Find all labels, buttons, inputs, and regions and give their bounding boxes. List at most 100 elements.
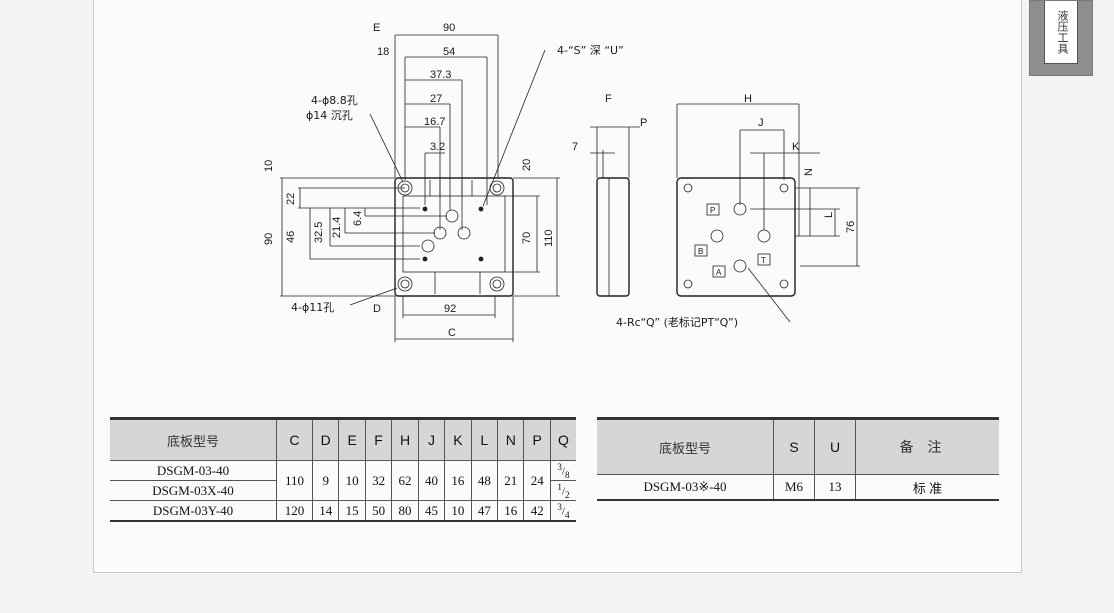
dim-label: 37.3: [430, 69, 451, 81]
col-header: D: [311, 418, 339, 461]
dim-label: 90: [263, 233, 275, 245]
dim-label-F: F: [605, 93, 612, 105]
port-view-outline: [676, 177, 796, 297]
col-header: 备注: [855, 418, 999, 475]
cell: 16: [497, 500, 524, 521]
model-cell: DSGM-03X-40: [110, 480, 277, 501]
dim-label: 76: [845, 221, 857, 233]
table-row: DSGM-03-40 110 9 10 32 62 40 16 48 21 24…: [110, 460, 576, 501]
col-header: L: [470, 418, 498, 461]
dim-label-L: L: [823, 212, 835, 218]
port-label-A: A: [716, 268, 722, 277]
cell: 21: [497, 460, 524, 501]
cell: 50: [364, 500, 392, 521]
cell: 48: [470, 460, 498, 501]
dim-label-J: J: [758, 117, 764, 129]
technical-drawing: E 90 18 54 37.3 27 16.7 3.2 4-ϕ8.8孔 ϕ14 …: [263, 22, 860, 342]
dim-label-P: P: [640, 117, 647, 129]
cell: 9: [311, 460, 339, 501]
model-cell: DSGM-03※-40: [597, 474, 774, 500]
col-header: Q: [549, 418, 576, 461]
cell: 16: [444, 460, 472, 501]
port-note: 4-Rc“Q” (老标记PT“Q”): [616, 315, 738, 329]
table-header-row: 底板型号 C D E F H J K L N P Q: [110, 418, 576, 461]
dim-label: 46: [285, 231, 297, 243]
dim-label-N: N: [803, 168, 815, 176]
cell: 10: [338, 460, 366, 501]
cell: 45: [417, 500, 445, 521]
dim-label: 110: [543, 229, 555, 247]
dim-label: 3.2: [430, 141, 445, 153]
spec-table-thread: 底板型号 S U 备注 DSGM-03※-40 M6 13 标 准: [597, 417, 999, 501]
dim-label: 18: [377, 46, 389, 58]
cell: 标 准: [855, 474, 999, 500]
col-header: C: [276, 418, 313, 461]
dim-label: 6.4: [352, 211, 364, 226]
cell: 10: [444, 500, 472, 521]
port-label-P: P: [710, 206, 715, 215]
col-header: U: [814, 418, 856, 475]
hole-note-1: 4-ϕ8.8孔: [311, 94, 358, 107]
dim-label: 10: [263, 160, 275, 172]
dim-label: 22: [285, 193, 297, 205]
dim-label-K: K: [792, 141, 800, 153]
front-plate-inner: [402, 195, 506, 273]
cell: 40: [417, 460, 445, 501]
col-header: N: [497, 418, 524, 461]
dim-label-H: H: [744, 93, 752, 105]
side-index-tab[interactable]: 液压工具: [1029, 0, 1093, 76]
col-header: S: [773, 418, 815, 475]
dim-label: 27: [430, 93, 442, 105]
table-row: DSGM-03※-40 M6 13 标 准: [597, 474, 999, 500]
hole-note-2: ϕ14 沉孔: [306, 109, 353, 122]
col-header: E: [338, 418, 366, 461]
table-header-row: 底板型号 S U 备注: [597, 418, 999, 475]
dim-label: 54: [443, 46, 455, 58]
cell: 62: [391, 460, 419, 501]
front-plate-outline: [394, 177, 514, 297]
spec-table-dimensions: 底板型号 C D E F H J K L N P Q DSGM-03-40 11…: [110, 417, 576, 522]
dim-label: 70: [521, 232, 533, 244]
dim-label: 21.4: [331, 217, 343, 238]
col-header: H: [391, 418, 419, 461]
model-cell: DSGM-03Y-40: [110, 500, 277, 521]
cell: 13: [814, 474, 856, 500]
cell: M6: [773, 474, 815, 500]
port-label-B: B: [698, 247, 703, 256]
col-header: P: [523, 418, 551, 461]
dim-label-D: D: [373, 303, 381, 315]
cell: 120: [276, 500, 313, 521]
col-header: 底板型号: [597, 418, 774, 475]
col-header: K: [444, 418, 472, 461]
cell: 32: [364, 460, 392, 501]
cell: 15: [338, 500, 366, 521]
dim-label: 16.7: [424, 116, 445, 128]
q-cell: 3/4: [549, 500, 576, 521]
model-cell: DSGM-03-40: [110, 460, 277, 481]
dim-label: 32.5: [313, 222, 325, 243]
dim-label: 20: [521, 159, 533, 171]
cell: 14: [311, 500, 339, 521]
q-cell: 1/2: [549, 480, 576, 501]
q-cell: 3/8: [549, 460, 576, 481]
dim-label: 92: [444, 303, 456, 315]
side-tab-label: 液压工具: [1044, 1, 1078, 64]
dim-label-E: E: [373, 22, 380, 34]
dim-label-C: C: [448, 327, 456, 339]
col-header: 底板型号: [110, 418, 277, 461]
cell: 47: [470, 500, 498, 521]
col-header: J: [417, 418, 445, 461]
dim-label: 90: [443, 22, 455, 34]
col-header: F: [364, 418, 392, 461]
cell: 80: [391, 500, 419, 521]
port-label-T: T: [761, 256, 766, 265]
dim-label: 7: [572, 141, 578, 153]
cell: 24: [523, 460, 551, 501]
hole-note-3: 4-ϕ11孔: [291, 301, 334, 314]
thread-note: 4-“S” 深 “U”: [557, 44, 624, 57]
cell: 110: [276, 460, 313, 501]
table-row: DSGM-03Y-40 120 14 15 50 80 45 10 47 16 …: [110, 500, 576, 521]
cell: 42: [523, 500, 551, 521]
side-view-outline: [596, 177, 630, 297]
table-row: DSGM-03X-40 1/2: [110, 480, 576, 501]
